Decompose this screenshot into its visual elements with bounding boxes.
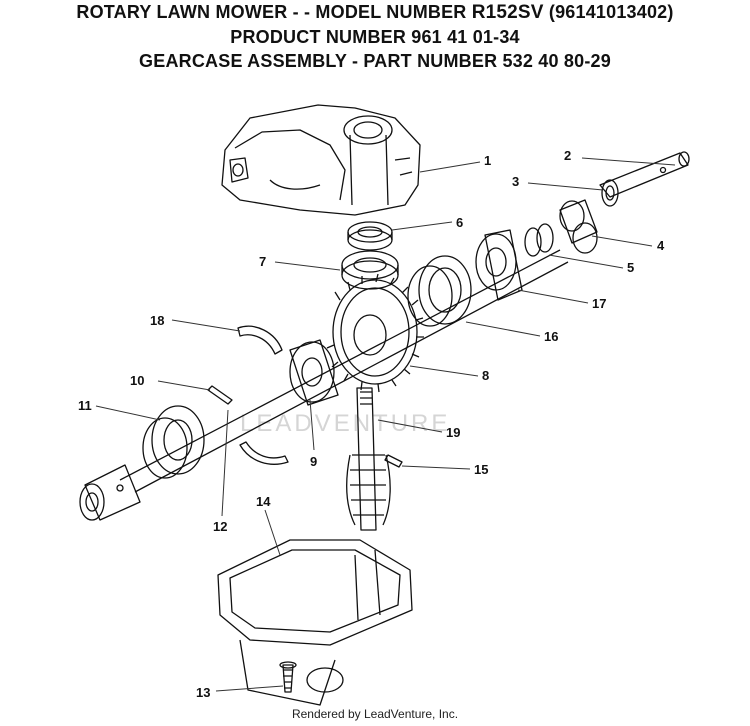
title-prefix: ROTARY LAWN MOWER - - MODEL NUMBER [76,2,467,22]
part-gearcase-bottom-housing [217,539,413,706]
part-helical-gear [326,273,424,393]
callout-5: 5 [627,260,634,275]
callout-1: 1 [484,153,491,168]
callout-7: 7 [259,254,266,269]
part-bearing-sleeve [559,199,598,254]
callout-18: 18 [150,313,164,328]
callout-15: 15 [474,462,488,477]
callout-3: 3 [512,174,519,189]
part-half-bearing-lower [239,441,289,465]
part-worm-shaft [346,387,391,531]
part-clutch-right [475,229,523,301]
part-pin [207,385,233,405]
callout-6: 6 [456,215,463,230]
callout-9: 9 [310,454,317,469]
watermark: LEADVENTURE [240,410,451,437]
part-gearcase-top-housing [221,104,421,216]
part-screw [279,661,297,693]
callout-labels: 1 2 3 4 5 6 7 8 9 10 11 12 13 14 15 16 1… [78,148,665,700]
callout-16: 16 [544,329,558,344]
part-thrust-washer [524,223,554,257]
callout-17: 17 [592,296,606,311]
part-clutch-collar [407,255,472,327]
part-roll-pin [384,454,403,468]
part-half-bearing-upper [237,325,283,355]
callout-4: 4 [657,238,665,253]
part-main-shaft [119,249,569,493]
leader-lines [95,157,676,692]
callout-8: 8 [482,368,489,383]
title-line-3: GEARCASE ASSEMBLY - PART NUMBER 532 40 8… [139,51,611,71]
callout-12: 12 [213,519,227,534]
title-line-1: ROTARY LAWN MOWER - - MODEL NUMBER R152S… [0,0,750,25]
callout-10: 10 [130,373,144,388]
callout-19: 19 [446,425,460,440]
part-washer [601,179,619,207]
callout-11: 11 [78,398,92,413]
callout-2: 2 [564,148,571,163]
part-shaft-end-left [79,464,141,521]
callout-14: 14 [256,494,271,509]
part-collar-left [142,405,205,479]
callout-13: 13 [196,685,210,700]
model-number: R152SV [471,2,544,23]
part-clutch-left [289,339,339,406]
model-code: (96141013402) [548,2,674,22]
title-block: ROTARY LAWN MOWER - - MODEL NUMBER R152S… [0,0,750,73]
footer-credit: Rendered by LeadVenture, Inc. [291,707,459,721]
part-bearing-small [347,221,393,251]
title-line-2: PRODUCT NUMBER 961 41 01-34 [230,27,520,47]
